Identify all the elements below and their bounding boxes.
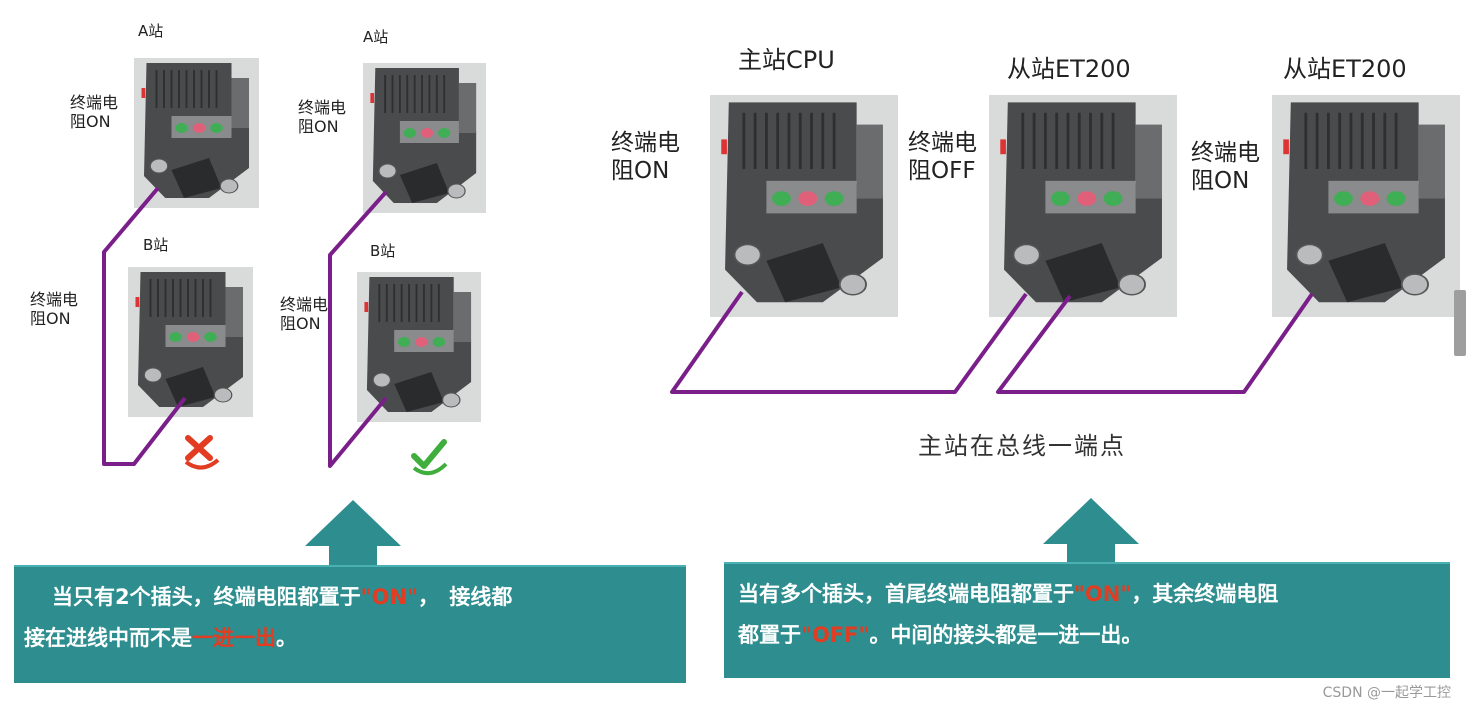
terminator-label-a2: 终端电阻ON <box>298 98 347 137</box>
wire-master-to-slave-1 <box>670 290 1028 394</box>
station-a-label-1: A站 <box>138 22 164 40</box>
green-check-icon <box>408 438 452 482</box>
connector-slave-2 <box>1272 95 1460 317</box>
scrollbar[interactable] <box>1454 290 1466 356</box>
terminator-label-b2: 终端电阻ON <box>280 295 329 334</box>
station-b-label-1: B站 <box>143 236 169 254</box>
callout-two-plugs: 当只有2个插头，终端电阻都置于"ON"， 接线都 接在进线中而不是一进一出。 <box>14 565 686 683</box>
bus-caption: 主站在总线一端点 <box>918 432 1126 460</box>
watermark: CSDN @一起学工控 <box>1322 685 1451 701</box>
connector-master <box>710 95 898 317</box>
connector-a1 <box>134 58 259 208</box>
station-name-master: 主站CPU <box>738 46 835 74</box>
wire-slave-1-to-slave-2 <box>996 292 1314 394</box>
wire-left-pair-2 <box>328 190 388 468</box>
station-a-label-2: A站 <box>363 28 389 46</box>
station-name-slave-1: 从站ET200 <box>1007 55 1131 83</box>
terminator-label-master: 终端电阻ON <box>611 130 680 184</box>
connector-a2 <box>363 63 486 213</box>
wire-left-pair-1 <box>102 186 187 466</box>
connector-b2 <box>357 272 481 422</box>
terminator-label-b1: 终端电阻ON <box>30 290 79 329</box>
terminator-label-slave-2: 终端电阻ON <box>1191 140 1260 194</box>
connector-b1 <box>128 267 253 417</box>
arrow-up-right <box>1043 498 1139 566</box>
arrow-up-left <box>305 500 401 568</box>
connector-slave-1 <box>989 95 1177 317</box>
red-cross-icon <box>180 432 224 476</box>
callout-multiple-plugs: 当有多个插头，首尾终端电阻都置于"ON"，其余终端电阻 都置于"OFF"。中间的… <box>724 562 1450 678</box>
terminator-label-a1: 终端电阻ON <box>70 93 119 132</box>
station-name-slave-2: 从站ET200 <box>1283 55 1407 83</box>
station-b-label-2: B站 <box>370 242 396 260</box>
terminator-label-slave-1: 终端电阻OFF <box>908 130 977 184</box>
